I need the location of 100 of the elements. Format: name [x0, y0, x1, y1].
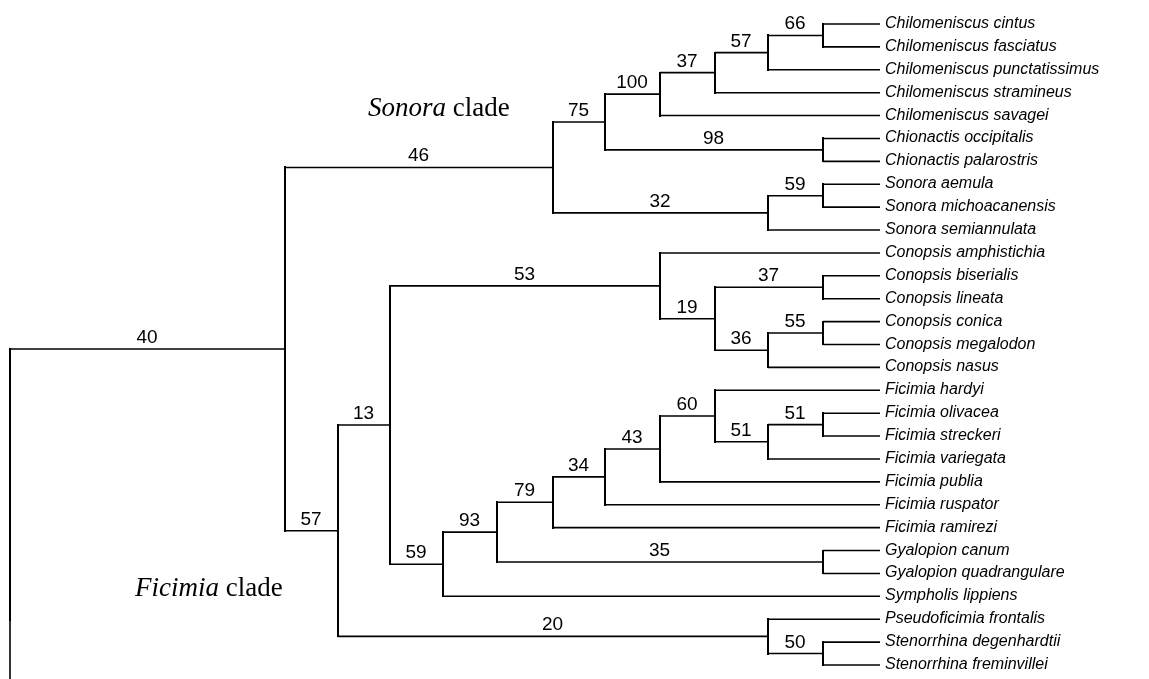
tree-branch	[659, 317, 715, 320]
tree-branch	[604, 448, 660, 450]
tree-branch	[659, 252, 881, 254]
tree-branch	[9, 619, 11, 679]
taxon-name: Chilomeniscus punctatissimus	[885, 59, 1100, 78]
taxon-name: Sympholis lippiens	[885, 586, 1018, 605]
support-value: 51	[730, 419, 752, 440]
tree-branch	[767, 458, 881, 460]
clade-label: Ficimia clade	[135, 572, 283, 603]
support-value: 37	[757, 265, 780, 286]
support-value: 46	[407, 145, 430, 166]
support-value: 98	[702, 127, 725, 148]
taxon-name: Pseudoficimia frontalis	[885, 609, 1046, 628]
tree-branch	[714, 286, 823, 289]
support-value: 13	[352, 403, 375, 423]
tree-branch	[822, 549, 881, 552]
support-value: 59	[784, 173, 806, 194]
tree-branch	[822, 160, 881, 163]
taxon-name: Conopsis amphistichia	[885, 242, 1046, 261]
support-value: 50	[784, 631, 806, 652]
tree-branch	[714, 349, 768, 352]
support-value: 55	[784, 311, 806, 332]
taxon-name: Conopsis nasus	[885, 357, 999, 376]
tree-branch	[552, 476, 605, 478]
taxon-name: Conopsis biserialis	[885, 265, 1019, 284]
tree-branch	[389, 285, 660, 287]
support-value: 19	[676, 296, 698, 317]
tree-branch	[822, 343, 881, 346]
taxon-name: Sonora aemula	[885, 174, 994, 193]
tree-branch	[337, 635, 768, 638]
tree-branch	[822, 297, 881, 300]
tree-branch	[822, 206, 881, 208]
taxon-name: Chilomeniscus stramineus	[885, 82, 1072, 101]
support-value: 51	[784, 402, 806, 423]
taxon-name: Ficimia publia	[885, 471, 983, 490]
tree-branch	[604, 503, 881, 506]
taxon-name: Conopsis megalodon	[885, 334, 1036, 353]
support-value: 57	[730, 30, 752, 51]
tree-branch	[767, 69, 881, 71]
tree-branch	[659, 114, 881, 117]
tree-branch	[822, 320, 881, 323]
tree-branch	[9, 348, 285, 350]
support-value: 75	[567, 100, 590, 120]
support-value: 43	[621, 426, 643, 447]
tree-branch	[822, 664, 881, 666]
support-value: 40	[136, 327, 158, 348]
tree-branch	[822, 435, 881, 437]
support-value: 57	[300, 508, 322, 529]
taxon-name: Stenorrhina freminvillei	[885, 655, 1048, 673]
taxon-name: Sonora michoacanensis	[885, 197, 1056, 216]
tree-branch	[552, 526, 881, 529]
taxon-name: Ficimia ruspator	[885, 494, 999, 513]
tree-branch	[442, 531, 497, 533]
tree-branch	[767, 366, 881, 369]
tree-branch	[659, 415, 715, 417]
support-value: 37	[676, 50, 698, 71]
taxon-name: Chilomeniscus savagei	[885, 105, 1049, 124]
tree-branch	[767, 423, 823, 426]
support-value: 32	[649, 190, 671, 211]
tree-branch	[552, 212, 768, 214]
support-value: 36	[730, 328, 752, 349]
taxon-name: Sonora semiannulata	[885, 220, 1037, 239]
tree-branch	[822, 572, 881, 575]
clade-label: Sonora clade	[368, 92, 510, 123]
tree-branch	[822, 412, 881, 414]
tree-branch	[714, 441, 768, 443]
tree-branch	[552, 121, 605, 123]
tree-branch	[604, 149, 823, 151]
tree-branch	[442, 595, 881, 598]
tree-branch	[822, 275, 881, 277]
tree-branch	[496, 501, 553, 504]
taxon-name: Ficimia olivacea	[885, 403, 999, 422]
taxon-name: Ficimia variegata	[885, 448, 1006, 467]
taxon-name: Gyalopion quadrangulare	[885, 563, 1065, 582]
tree-branch	[767, 229, 881, 231]
taxon-name: Stenorrhina degenhardtii	[885, 632, 1061, 651]
taxon-name: Conopsis conica	[885, 311, 1003, 330]
support-value: 59	[405, 542, 427, 563]
tree-branch	[604, 93, 660, 95]
tree-branch	[822, 46, 881, 48]
taxon-name: Ficimia ramirezi	[885, 517, 997, 536]
tree-branch	[337, 424, 390, 426]
support-value: 79	[513, 480, 536, 501]
support-value: 20	[541, 614, 564, 635]
tree-branch	[659, 71, 715, 74]
tree-branch	[659, 481, 881, 483]
tree-branch	[767, 194, 823, 197]
support-value: 34	[567, 454, 590, 475]
tree-branch	[714, 389, 881, 392]
support-value: 35	[648, 539, 671, 560]
support-value: 100	[616, 72, 648, 93]
taxon-name: Ficimia hardyi	[885, 380, 984, 399]
tree-branch	[496, 561, 823, 563]
taxon-name: Chilomeniscus fasciatus	[885, 36, 1057, 55]
tree-branch	[389, 563, 443, 565]
tree-branch	[767, 34, 823, 37]
tree-branch	[767, 618, 881, 620]
support-value: 53	[513, 263, 536, 284]
tree-branch	[284, 529, 338, 532]
taxon-name: Conopsis lineata	[885, 288, 1004, 307]
